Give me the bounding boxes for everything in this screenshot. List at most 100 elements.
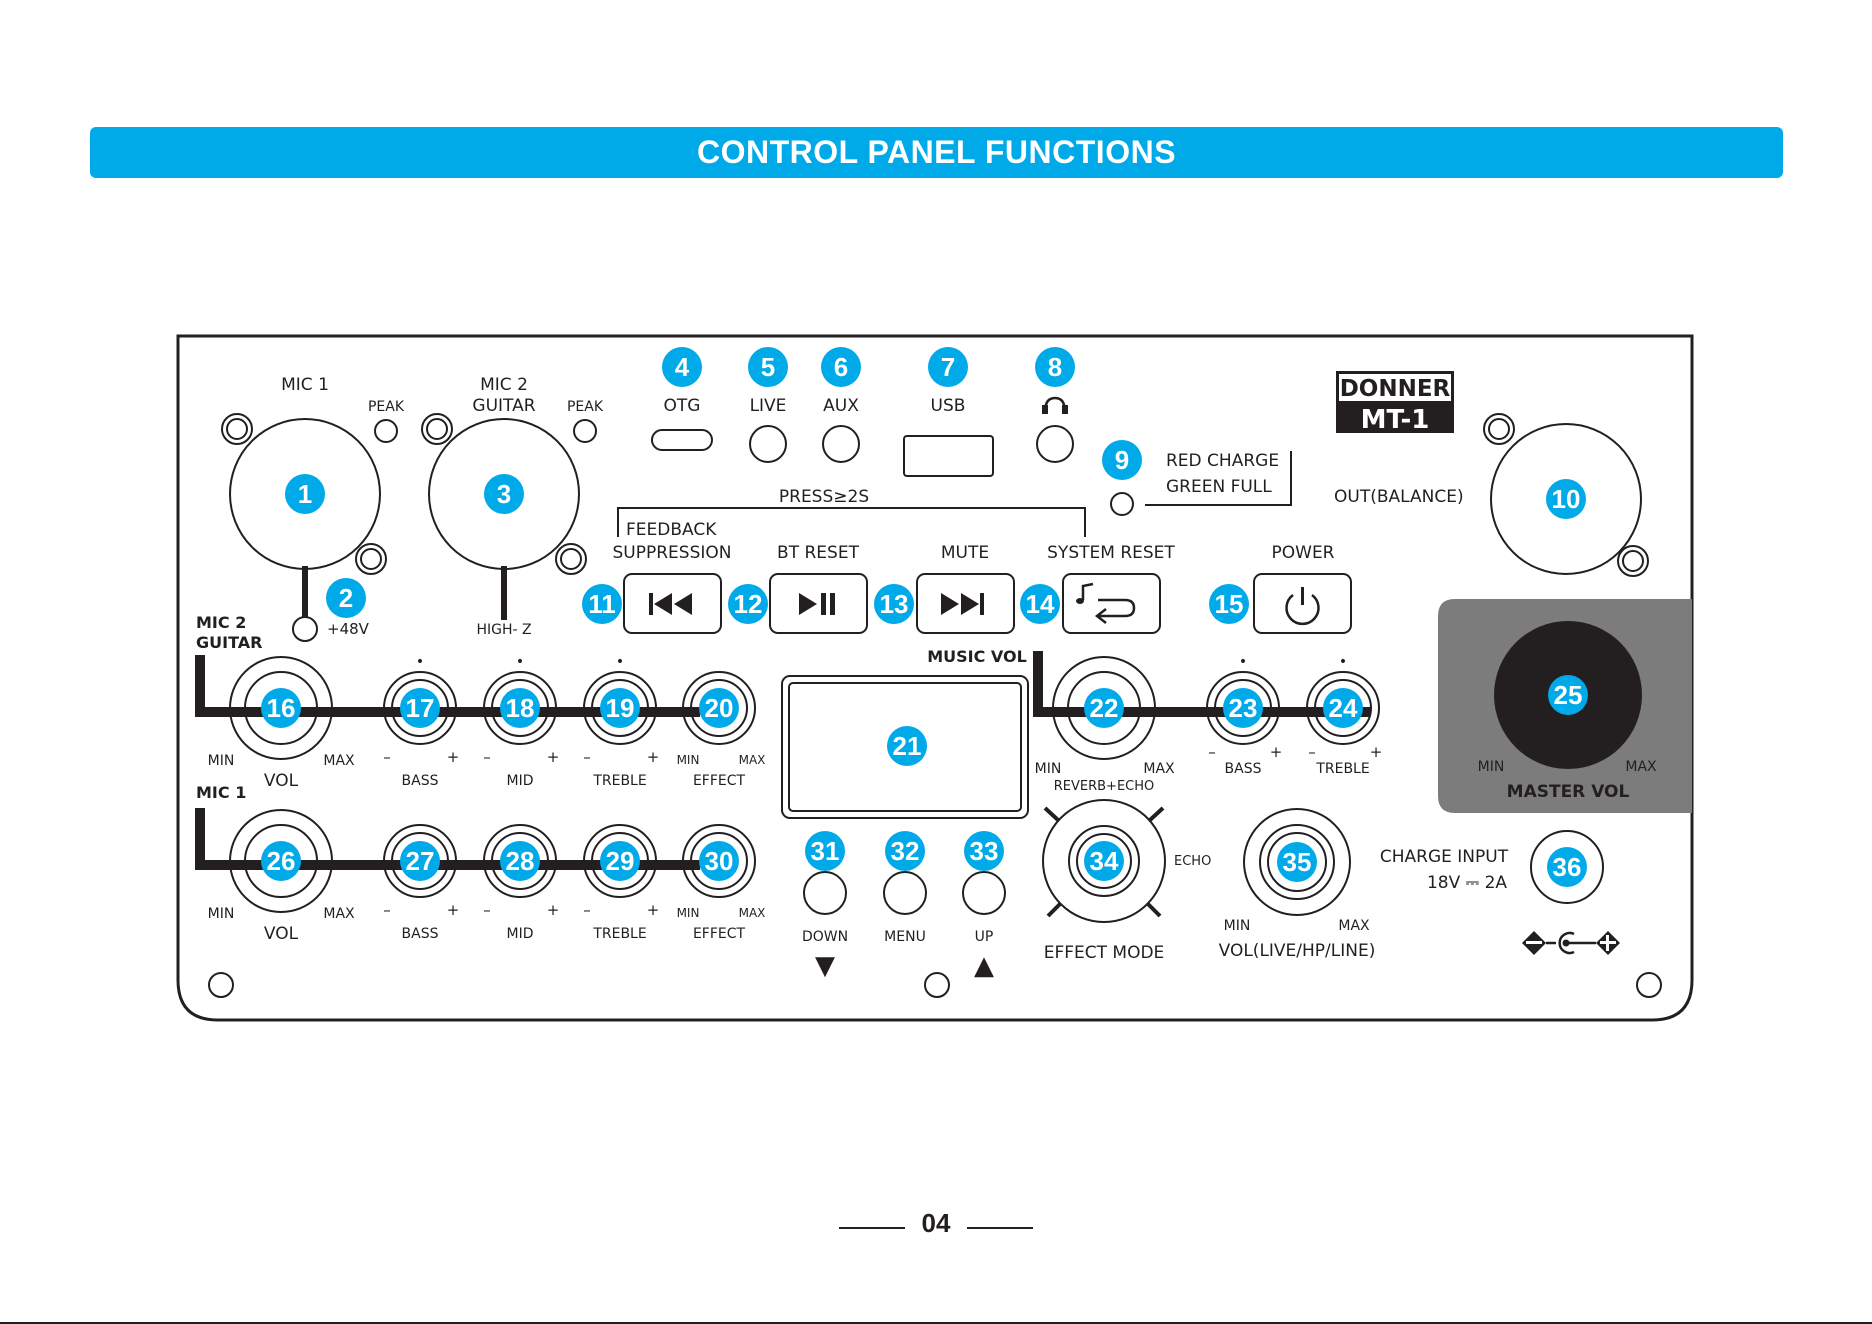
ch2-treble-center-dot: • (616, 654, 624, 670)
live-vol-min: MIN (1224, 918, 1251, 934)
down-arrow-icon: ▼ (815, 951, 835, 981)
callout-25: 25 (1548, 675, 1588, 715)
music-vol-min: MIN (1035, 761, 1062, 777)
header-banner: CONTROL PANEL FUNCTIONS (90, 127, 1783, 178)
live-vol-max: MAX (1338, 918, 1370, 934)
ch2-bass-center-dot: • (416, 654, 424, 670)
callout-27: 27 (400, 841, 440, 881)
ch1-vol-min: MIN (208, 906, 235, 922)
callout-number: 33 (970, 836, 999, 866)
callout-number: 3 (497, 479, 511, 509)
phantom-label: +48V (327, 620, 370, 638)
phantom-switch[interactable] (292, 616, 318, 642)
callout-7: 7 (928, 347, 968, 387)
live-jack[interactable] (749, 425, 787, 463)
peak1-led (374, 419, 398, 443)
previous-button[interactable] (623, 573, 722, 634)
ch2-bass-minus: – (383, 748, 391, 766)
callout-20: 20 (699, 688, 739, 728)
callout-number: 2 (339, 583, 353, 613)
play-pause-button[interactable] (769, 573, 868, 634)
callout-16: 16 (261, 688, 301, 728)
power-button[interactable] (1253, 573, 1352, 634)
menu-button[interactable] (883, 871, 927, 915)
callout-number: 19 (606, 693, 635, 723)
callout-26: 26 (261, 841, 301, 881)
charge-input-label: CHARGE INPUT (1380, 847, 1509, 867)
callout-number: 27 (406, 846, 435, 876)
ch1-treble-minus: – (583, 901, 591, 919)
skip-forward-icon (941, 593, 984, 615)
ch2-bass-plus: + (447, 748, 460, 766)
master-vol-label: MASTER VOL (1507, 782, 1630, 802)
charge-led-label-2: GREEN FULL (1166, 477, 1272, 497)
ch2-vol-label: VOL (264, 771, 299, 791)
screw-right (1636, 972, 1662, 998)
music-bass-plus: + (1270, 743, 1283, 761)
ch1-vol-max: MAX (323, 906, 355, 922)
donner-logo: DONNER MT-1 (1336, 371, 1454, 435)
callout-number: 10 (1552, 484, 1581, 514)
ch1-mid-label: MID (507, 926, 534, 942)
page-number: 04 (921, 1208, 951, 1238)
callout-number: 7 (941, 352, 955, 382)
callout-12: 12 (728, 584, 768, 624)
callout-number: 6 (834, 352, 848, 382)
callout-24: 24 (1323, 688, 1363, 728)
ch2-treble-plus: + (647, 748, 660, 766)
callout-34: 34 (1084, 841, 1124, 881)
ch1-effect-min: MIN (677, 906, 700, 920)
effect-mode-label: EFFECT MODE (1044, 943, 1165, 963)
callout-22: 22 (1084, 688, 1124, 728)
usb-label: USB (931, 396, 966, 416)
callout-number: 34 (1090, 846, 1119, 876)
callout-19: 19 (600, 688, 640, 728)
aux-jack[interactable] (822, 425, 860, 463)
mic2-jack[interactable] (421, 413, 587, 620)
highz-label: HIGH- Z (476, 622, 531, 638)
music-treble-label: TREBLE (1315, 761, 1369, 777)
callout-number: 14 (1026, 589, 1055, 619)
callout-35: 35 (1277, 842, 1317, 882)
page-number-rule-right (966, 1226, 1033, 1229)
callout-30: 30 (699, 841, 739, 881)
next-button[interactable] (916, 573, 1015, 634)
callout-10: 10 (1546, 479, 1586, 519)
callout-number: 13 (880, 589, 909, 619)
system-reset-button[interactable] (1062, 573, 1161, 634)
callout-3: 3 (484, 474, 524, 514)
callout-number: 24 (1329, 693, 1358, 723)
mic2-label: MIC 2 (480, 375, 528, 395)
guitar-label: GUITAR (472, 396, 535, 416)
ch2-mid-label: MID (507, 773, 534, 789)
peak2-label: PEAK (567, 399, 604, 415)
headphone-jack[interactable] (1036, 425, 1074, 463)
callout-number: 20 (705, 693, 734, 723)
down-label: DOWN (802, 929, 848, 945)
callout-2: 2 (326, 578, 366, 618)
down-button[interactable] (803, 871, 847, 915)
callout-number: 23 (1229, 693, 1258, 723)
otg-port[interactable] (651, 429, 713, 451)
callout-36: 36 (1547, 847, 1587, 887)
music-bass-label: BASS (1225, 761, 1262, 777)
callout-13: 13 (874, 584, 914, 624)
power-icon (1285, 587, 1320, 626)
peak1-label: PEAK (368, 399, 405, 415)
callout-32: 32 (885, 831, 925, 871)
ch2-mid-plus: + (547, 748, 560, 766)
callout-number: 8 (1048, 352, 1062, 382)
music-treble-plus: + (1370, 743, 1383, 761)
usb-port[interactable] (903, 435, 994, 477)
mic1-label: MIC 1 (281, 375, 329, 395)
callout-21: 21 (887, 726, 927, 766)
ch1-treble-plus: + (647, 901, 660, 919)
callout-number: 5 (761, 352, 775, 382)
up-button[interactable] (962, 871, 1006, 915)
callout-31: 31 (805, 831, 845, 871)
callout-number: 30 (705, 846, 734, 876)
polarity-icon (1522, 931, 1620, 955)
page-title: CONTROL PANEL FUNCTIONS (696, 134, 1177, 170)
callout-8: 8 (1035, 347, 1075, 387)
